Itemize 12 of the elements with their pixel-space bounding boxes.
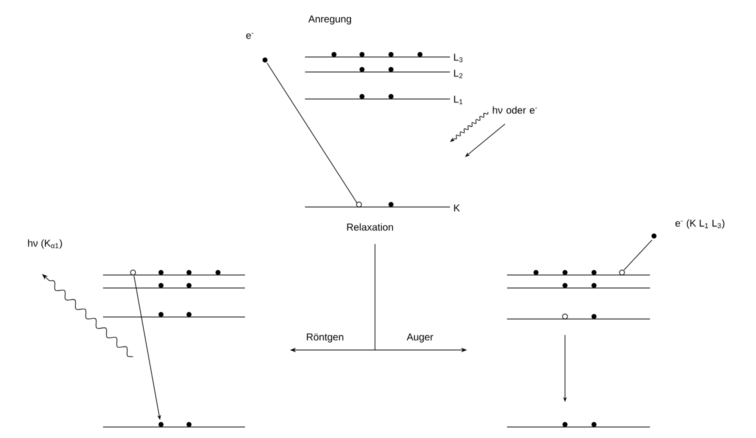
text-label: L$_{1}$ — [454, 96, 462, 104]
text-label: L$_{3}$ — [454, 54, 462, 62]
text-label: L$_{2}$ — [454, 70, 462, 78]
text-label: Auger — [406, 334, 434, 342]
text-label: hν oder e$^{-}$ — [492, 106, 537, 114]
text-label: e$^{-}$ (K L$_{1}$ L$_{3}$) — [675, 219, 724, 229]
text-label: K — [454, 204, 460, 212]
text-label: e$^{-}$ — [246, 33, 254, 39]
text-label: Röntgen — [306, 334, 344, 342]
text-label: hν (K$_{α1}$) — [28, 239, 62, 249]
text-label: Relaxation — [347, 223, 393, 231]
text-label: Anregung — [308, 16, 352, 24]
